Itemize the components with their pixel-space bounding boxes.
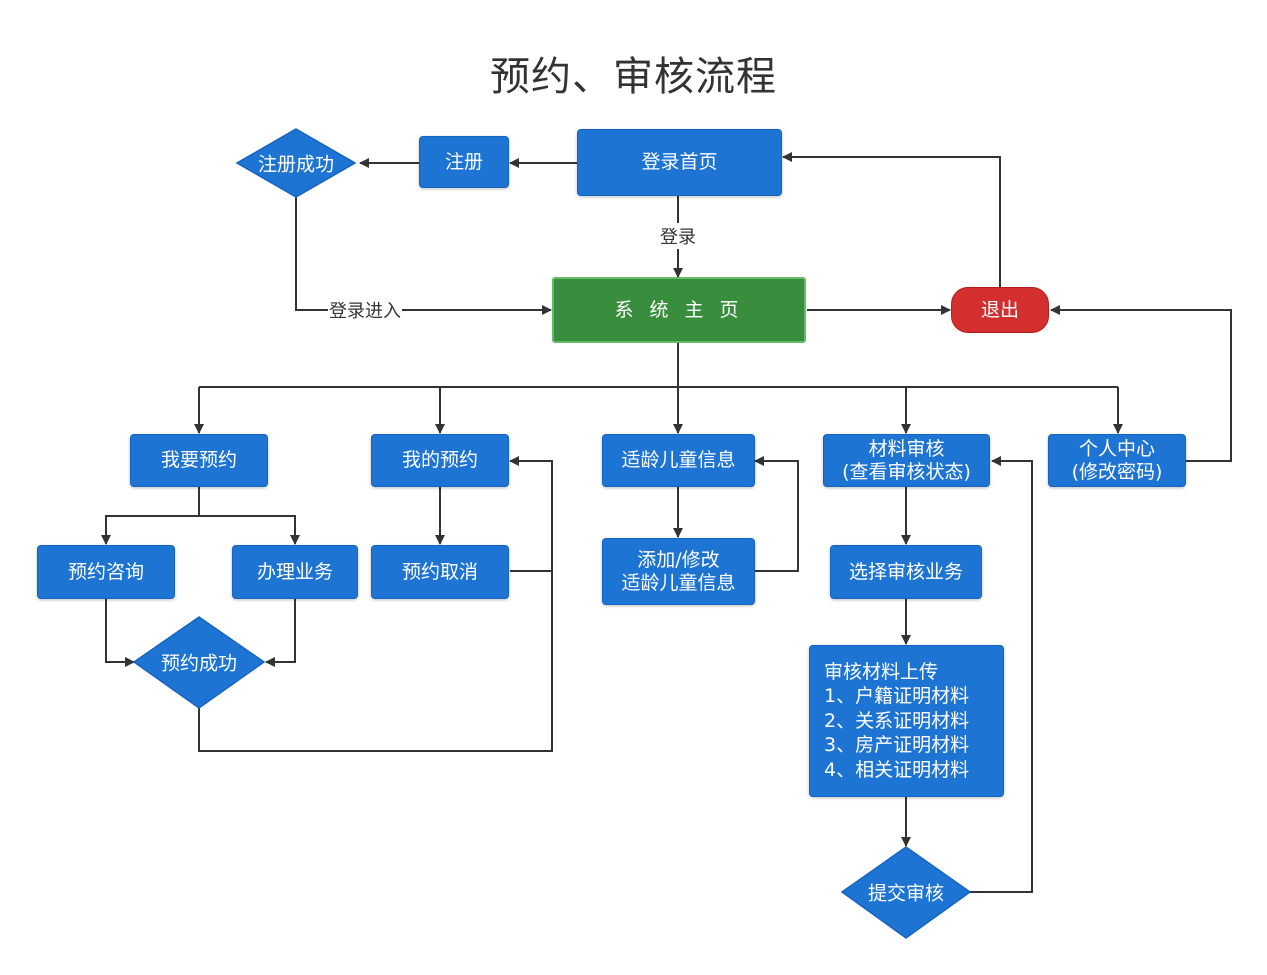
edge-book-split-right [199, 515, 300, 545]
edge-personal-logout [1050, 305, 1232, 462]
edge-success-my-bookings [198, 456, 553, 752]
my-bookings-node: 我的预约 [371, 434, 509, 487]
booking-success-diamond [132, 616, 266, 709]
booking-success-label: 预约成功 [160, 652, 238, 675]
submit-review-diamond [840, 846, 972, 939]
edit-child-info-node: 添加/修改 适龄儿童信息 [602, 538, 755, 605]
select-review-node: 选择审核业务 [830, 545, 982, 599]
personal-center-node: 个人中心 (修改密码) [1048, 434, 1186, 487]
system-home-node: 系 统 主 页 [552, 277, 806, 343]
edge-book-split [101, 487, 200, 545]
edge-label-login-enter: 登录进入 [328, 297, 402, 323]
register-success-diamond [235, 128, 357, 198]
register-node: 注册 [419, 136, 509, 188]
edge-consult-success [105, 599, 135, 667]
submit-review-label: 提交审核 [867, 882, 945, 905]
edge-edit-child [754, 456, 799, 572]
logout-node: 退出 [951, 287, 1049, 333]
material-review-node: 材料审核 (查看审核状态) [823, 434, 990, 487]
register-success-label: 注册成功 [257, 153, 335, 176]
edge-login-enter [295, 197, 552, 315]
edge-submit-review [970, 456, 1033, 893]
login-home-node: 登录首页 [577, 129, 782, 196]
child-info-node: 适龄儿童信息 [602, 434, 755, 487]
handle-business-node: 办理业务 [232, 545, 358, 599]
upload-materials-node: 审核材料上传 1、户籍证明材料 2、关系证明材料 3、房产证明材料 4、相关证明… [809, 645, 1004, 797]
edge-logout-login [782, 152, 1001, 287]
diagram-title: 预约、审核流程 [490, 54, 777, 100]
cancel-booking-node: 预约取消 [371, 545, 509, 599]
booking-consult-node: 预约咨询 [37, 545, 175, 599]
book-node: 我要预约 [130, 434, 268, 487]
edge-label-login: 登录 [659, 223, 697, 249]
edge-business-success [265, 599, 296, 667]
